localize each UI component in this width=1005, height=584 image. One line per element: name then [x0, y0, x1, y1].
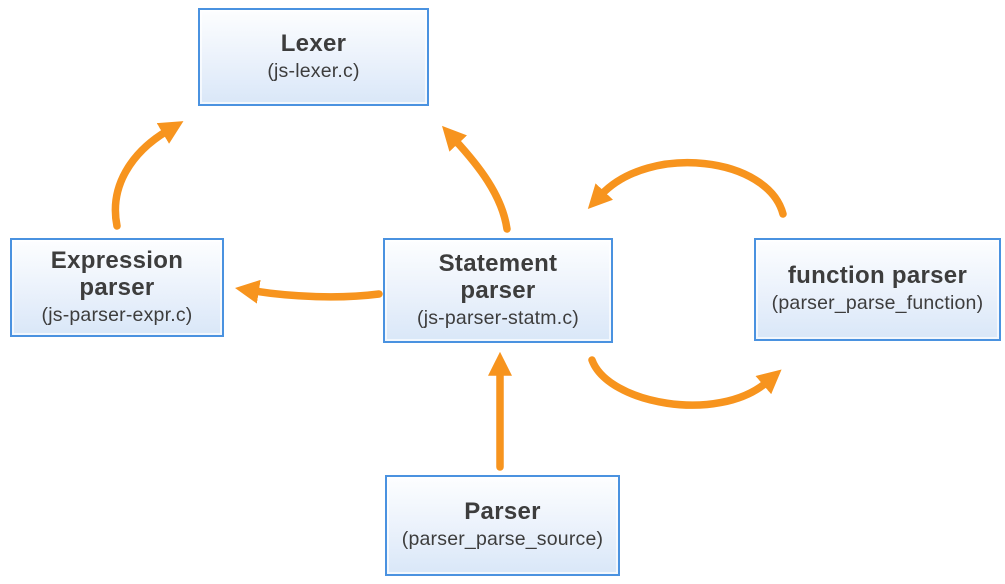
node-parser-subtitle: (parser_parse_source)	[401, 528, 604, 551]
node-statement-parser-subtitle: (js-parser-statm.c)	[417, 306, 579, 329]
node-expression-parser-title: Expression parser	[50, 246, 184, 301]
edge-arrow-statement-parser-to-expression-parser	[235, 279, 383, 304]
edge-arrow-statement-parser-to-function-parser	[588, 356, 782, 409]
edge-arrow-function-parser-to-statement-parser	[587, 158, 787, 218]
node-parser-title: Parser	[464, 498, 541, 526]
node-function-parser: function parser (parser_parse_function)	[754, 238, 1001, 341]
node-lexer: Lexer (js-lexer.c)	[198, 8, 429, 106]
node-expression-parser: Expression parser (js-parser-expr.c)	[10, 238, 224, 337]
node-function-parser-subtitle: (parser_parse_function)	[771, 292, 984, 315]
node-lexer-title: Lexer	[280, 29, 347, 57]
node-expression-parser-subtitle: (js-parser-expr.c)	[41, 303, 193, 326]
node-function-parser-title: function parser	[787, 262, 968, 290]
edge-arrow-statement-parser-to-lexer	[442, 125, 511, 233]
edge-arrow-expression-parser-to-lexer	[111, 121, 184, 230]
node-lexer-subtitle: (js-lexer.c)	[267, 59, 360, 82]
node-parser: Parser (parser_parse_source)	[385, 475, 620, 576]
node-statement-parser-title: Statement parser	[438, 249, 558, 304]
node-statement-parser: Statement parser (js-parser-statm.c)	[383, 238, 613, 343]
